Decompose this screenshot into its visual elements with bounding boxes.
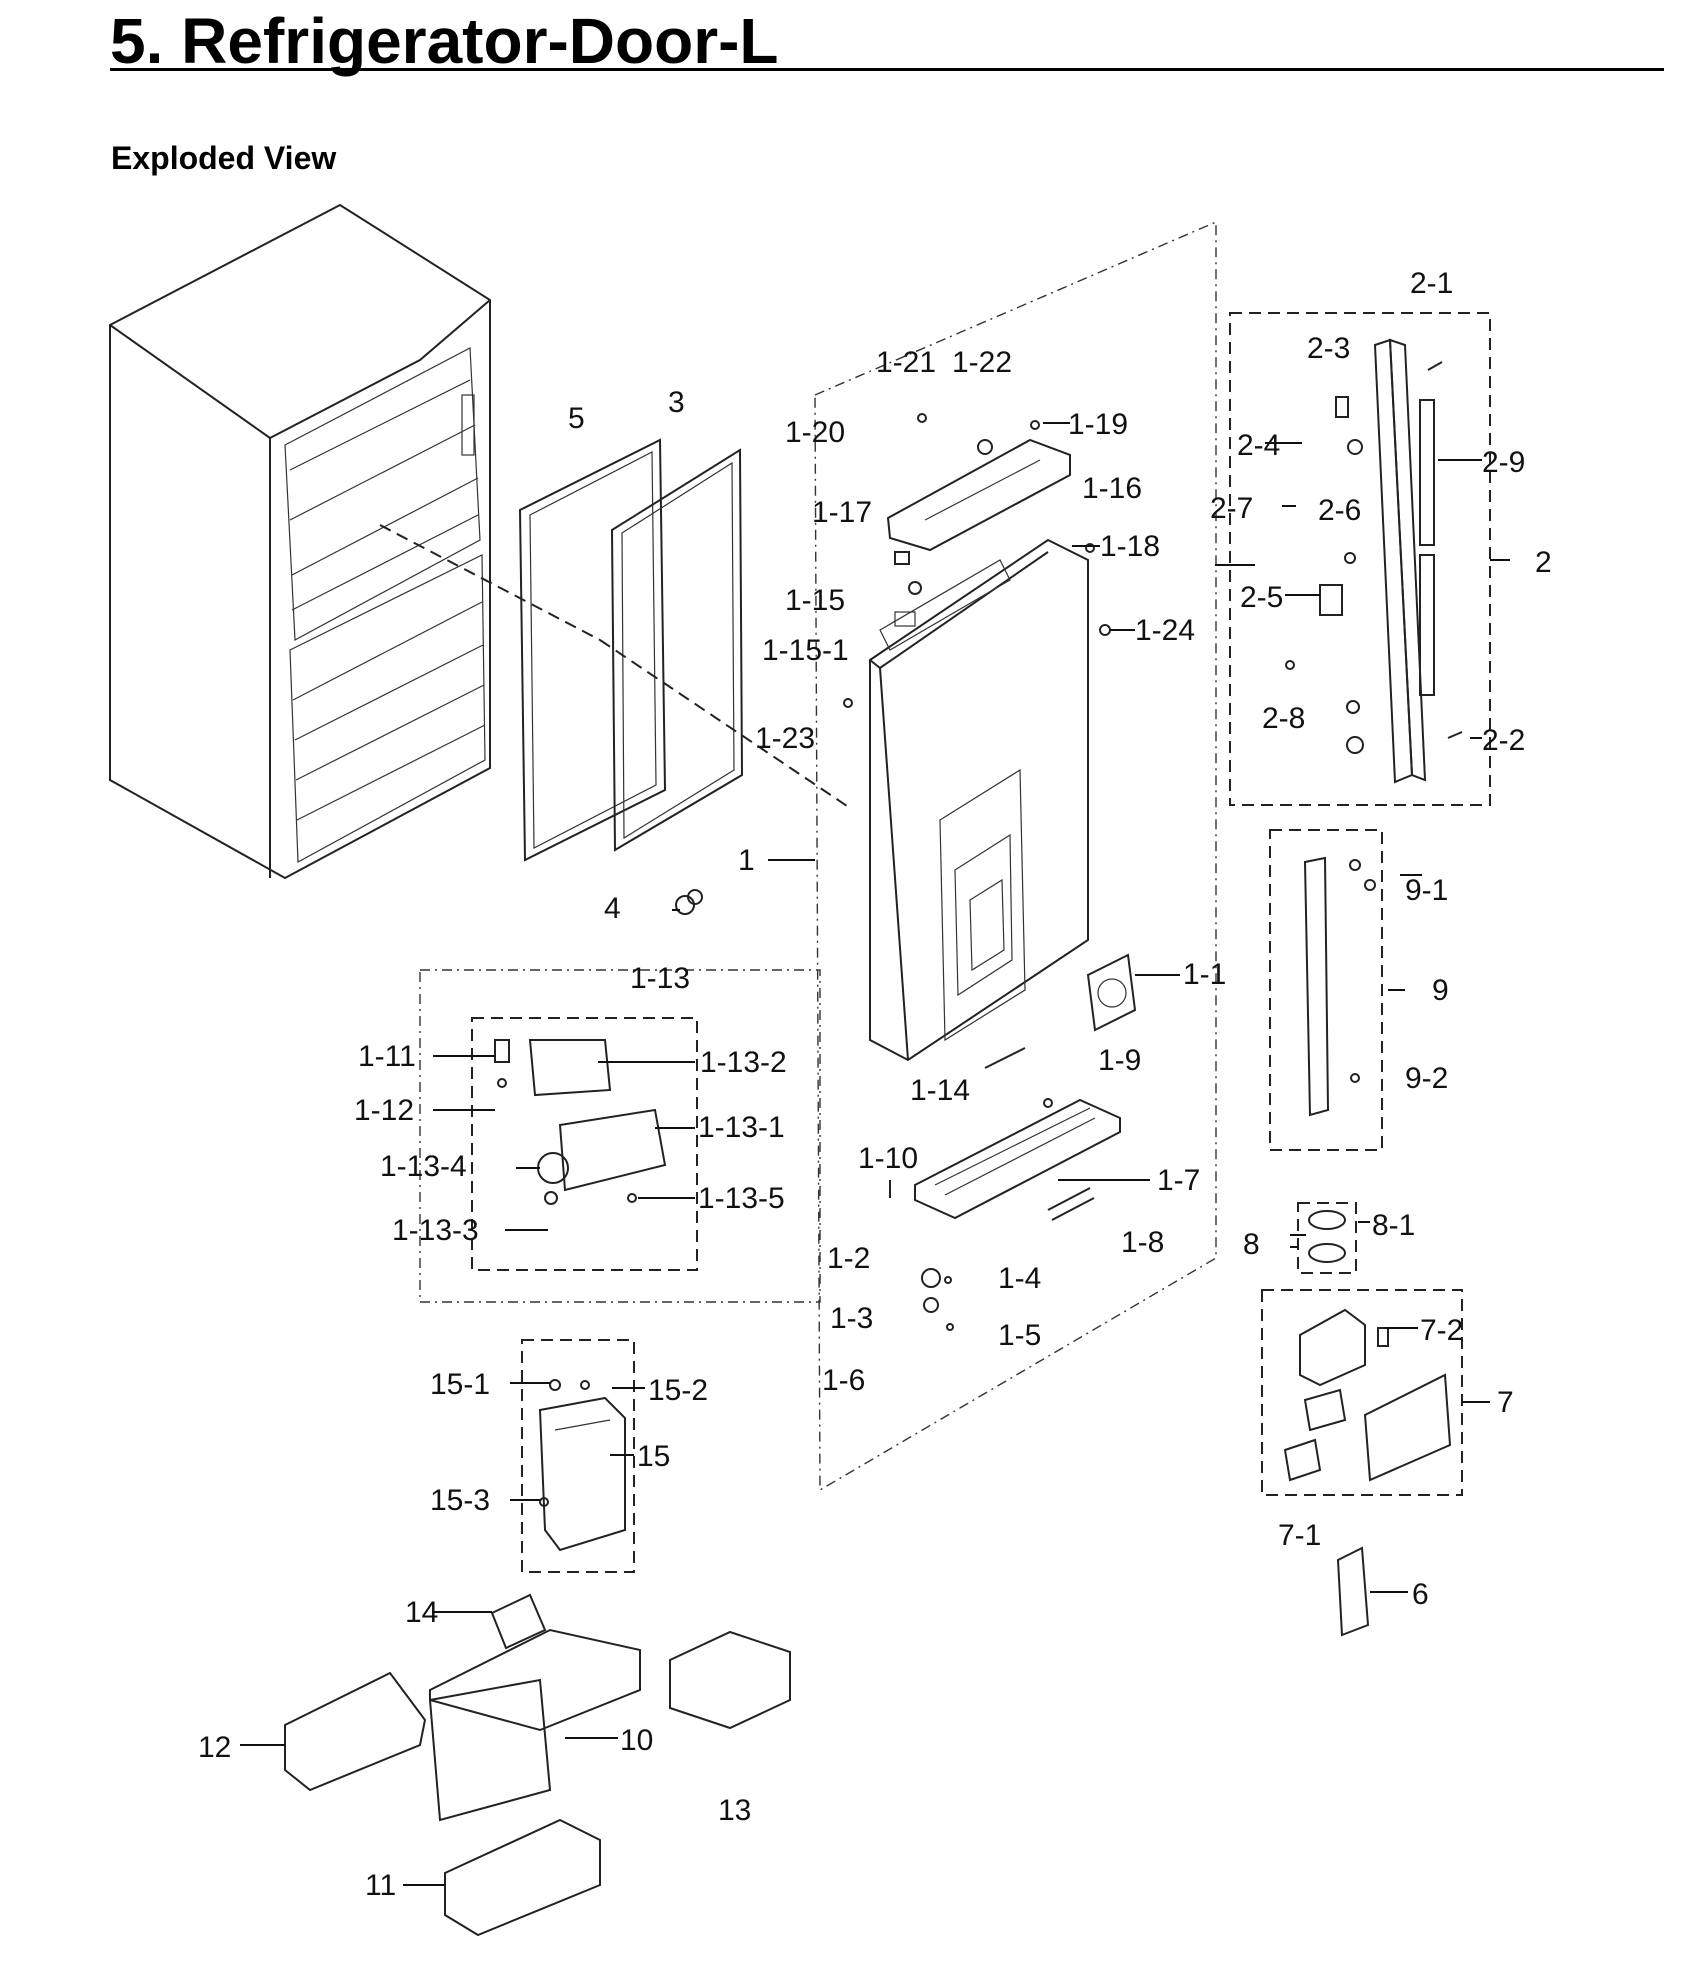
sub-assembly-1-13 [419, 969, 821, 1303]
label-1-13-1: 1-13-1 [698, 1111, 785, 1144]
label-2-4: 2-4 [1237, 429, 1280, 462]
label-1-10: 1-10 [858, 1142, 918, 1175]
label-1-23: 1-23 [755, 722, 815, 755]
part-labels: 5 3 4 1 1-1 1-2 1-3 1-4 1-5 1-6 1-7 1-8 … [198, 267, 1552, 1902]
label-7-2: 7-2 [1420, 1314, 1463, 1347]
bin-11 [444, 1818, 601, 1937]
label-1-13: 1-13 [630, 962, 690, 995]
bin-14 [490, 1593, 547, 1650]
label-1-13-4: 1-13-4 [380, 1150, 467, 1183]
label-1-13-3: 1-13-3 [392, 1214, 479, 1247]
label-1-8: 1-8 [1121, 1226, 1164, 1259]
label-5: 5 [568, 402, 585, 435]
label-13: 13 [718, 1794, 751, 1827]
door-handle-9 [1269, 829, 1383, 1151]
label-2: 2 [1535, 546, 1552, 579]
label-1-14: 1-14 [910, 1074, 970, 1107]
label-1-5: 1-5 [998, 1319, 1041, 1352]
label-1-17: 1-17 [812, 496, 872, 529]
label-4: 4 [604, 892, 621, 925]
label-15-2: 15-2 [648, 1374, 708, 1407]
label-1-21: 1-21 [876, 346, 936, 379]
label-1-18: 1-18 [1100, 530, 1160, 563]
label-2-5: 2-5 [1240, 581, 1283, 614]
label-8-1: 8-1 [1372, 1209, 1415, 1242]
label-2-3: 2-3 [1307, 332, 1350, 365]
refrigerator-cabinet [109, 203, 601, 880]
bin-10 [428, 1678, 552, 1822]
label-1: 1 [738, 844, 755, 877]
label-1-12: 1-12 [354, 1094, 414, 1127]
label-15-3: 15-3 [430, 1484, 490, 1517]
label-9: 9 [1432, 974, 1449, 1007]
bin-13 [669, 1630, 791, 1730]
door-gasket-3 [610, 448, 744, 852]
label-1-19: 1-19 [1068, 408, 1128, 441]
label-9-2: 9-2 [1405, 1062, 1448, 1095]
bins-10-14 [284, 1593, 791, 1937]
door-stopper-4 [675, 889, 703, 915]
label-6: 6 [1412, 1578, 1429, 1611]
section-subtitle: Exploded View [111, 140, 337, 176]
label-1-15: 1-15 [785, 584, 845, 617]
label-1-1: 1-1 [1183, 958, 1226, 991]
label-10: 10 [620, 1724, 653, 1757]
label-1-3: 1-3 [830, 1302, 873, 1335]
label-7-1: 7-1 [1278, 1519, 1321, 1552]
leader-lines [240, 422, 1510, 1886]
label-1-22: 1-22 [952, 346, 1012, 379]
label-1-6: 1-6 [822, 1364, 865, 1397]
label-1-15-1: 1-15-1 [762, 634, 849, 667]
label-2-6: 2-6 [1318, 494, 1361, 527]
label-8: 8 [1243, 1228, 1260, 1261]
label-1-4: 1-4 [998, 1262, 1041, 1295]
label-1-16: 1-16 [1082, 472, 1142, 505]
label-1-20: 1-20 [785, 416, 845, 449]
door-assembly-1 [814, 220, 1217, 1492]
label-12: 12 [198, 1731, 231, 1764]
label-1-24: 1-24 [1135, 614, 1195, 647]
label-3: 3 [668, 386, 685, 419]
label-15: 15 [637, 1440, 670, 1473]
label-11: 11 [365, 1869, 396, 1902]
label-1-13-5: 1-13-5 [698, 1182, 785, 1215]
label-1-11: 1-11 [358, 1040, 416, 1073]
cap-assembly-8 [1297, 1202, 1357, 1274]
cover-6 [1336, 1546, 1370, 1637]
label-2-7: 2-7 [1210, 492, 1253, 525]
label-1-2: 1-2 [827, 1242, 870, 1275]
label-14: 14 [405, 1596, 438, 1629]
title-rule [110, 68, 1664, 71]
page-title: 5. Refrigerator-Door-L [110, 5, 779, 77]
door-gasket-5 [518, 438, 667, 862]
label-9-1: 9-1 [1405, 874, 1448, 907]
label-1-9: 1-9 [1098, 1044, 1141, 1077]
label-1-7: 1-7 [1157, 1164, 1200, 1197]
label-15-1: 15-1 [430, 1368, 490, 1401]
label-7: 7 [1497, 1386, 1514, 1419]
label-1-13-2: 1-13-2 [700, 1046, 787, 1079]
assembly-dashed-line [599, 639, 851, 809]
label-2-2: 2-2 [1482, 724, 1525, 757]
bin-12 [284, 1671, 427, 1792]
label-2-8: 2-8 [1262, 702, 1305, 735]
dispenser-assembly-7 [1261, 1289, 1463, 1496]
label-2-9: 2-9 [1482, 446, 1525, 479]
label-2-1: 2-1 [1410, 267, 1453, 300]
